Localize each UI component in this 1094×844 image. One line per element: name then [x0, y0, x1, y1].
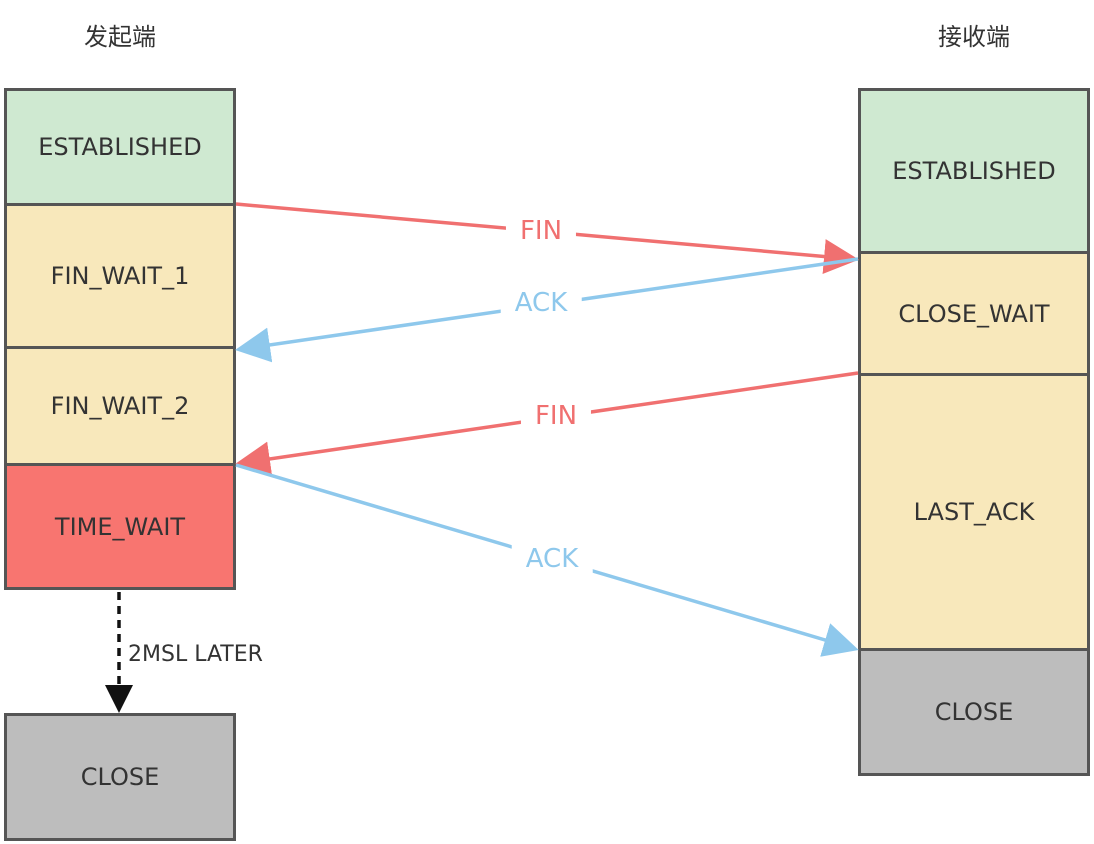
sender-state-fin-wait-2-label: FIN_WAIT_2	[50, 392, 190, 420]
receiver-state-close: CLOSE	[858, 648, 1090, 776]
receiver-state-last-ack: LAST_ACK	[858, 373, 1090, 651]
sender-title: 发起端	[84, 23, 156, 51]
receiver-state-close-wait-label: CLOSE_WAIT	[898, 299, 1050, 328]
receiver-state-last-ack-label: LAST_ACK	[913, 498, 1035, 526]
fin-label-1: FIN	[505, 214, 577, 248]
sender-state-established: ESTABLISHED	[4, 88, 236, 206]
receiver-title: 接收端	[938, 23, 1010, 51]
sender-state-established-label: ESTABLISHED	[38, 133, 202, 161]
sender-state-close-label: CLOSE	[80, 763, 160, 791]
ack-label-1: ACK	[500, 286, 582, 320]
sender-state-time-wait: TIME_WAIT	[4, 463, 236, 590]
receiver-state-established-label: ESTABLISHED	[892, 157, 1056, 185]
receiver-state-close-label: CLOSE	[934, 698, 1014, 726]
receiver-state-column: ESTABLISHED CLOSE_WAIT LAST_ACK CLOSE	[858, 88, 1090, 776]
sender-state-fin-wait-1-label: FIN_WAIT_1	[50, 262, 190, 290]
timer-label: 2MSL LATER	[128, 642, 263, 667]
receiver-state-close-wait: CLOSE_WAIT	[858, 251, 1090, 376]
receiver-state-established: ESTABLISHED	[858, 88, 1090, 254]
sender-state-close: CLOSE	[4, 713, 236, 841]
sender-state-column: ESTABLISHED FIN_WAIT_1 FIN_WAIT_2 TIME_W…	[4, 88, 236, 590]
sender-state-fin-wait-2: FIN_WAIT_2	[4, 346, 236, 466]
sender-state-fin-wait-1: FIN_WAIT_1	[4, 203, 236, 349]
ack-label-2: ACK	[511, 542, 593, 576]
fin-label-2: FIN	[520, 399, 592, 433]
sender-state-time-wait-label: TIME_WAIT	[54, 512, 186, 541]
